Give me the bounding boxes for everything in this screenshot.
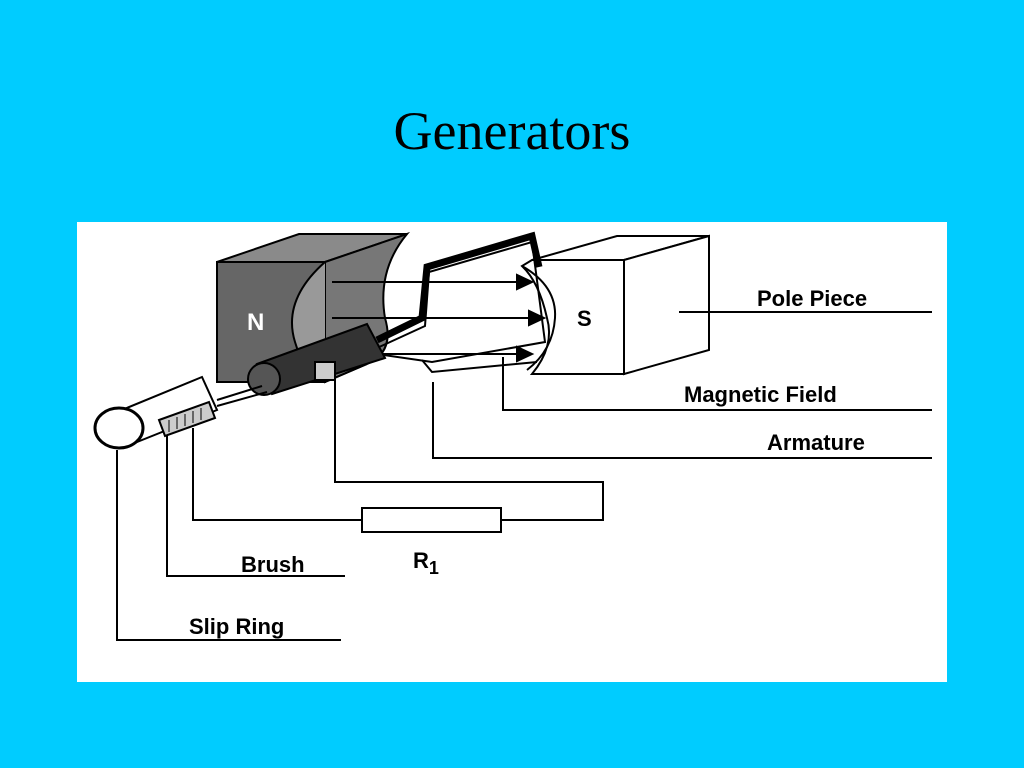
slip-ring-leader — [116, 450, 341, 641]
south-pole-label: S — [577, 306, 592, 331]
north-pole-label: N — [247, 309, 264, 336]
magnetic-field-label: Magnetic Field — [684, 382, 837, 407]
slip-ring-cylinder — [93, 375, 268, 450]
slide-title: Generators — [393, 101, 631, 161]
armature-label: Armature — [767, 430, 865, 455]
generator-diagram-svg: N S — [93, 231, 932, 641]
resistor-r1 — [361, 507, 502, 533]
pole-piece-label: Pole Piece — [757, 286, 867, 311]
armature-leader — [432, 382, 932, 459]
brush — [157, 400, 217, 438]
south-pole-piece — [520, 234, 710, 376]
external-circuit — [192, 380, 604, 521]
magnetic-field-leader — [502, 357, 932, 411]
resistor-label: R1 — [413, 548, 439, 578]
brush-label: Brush — [241, 552, 305, 577]
slip-ring-label: Slip Ring — [189, 614, 284, 639]
generator-diagram: N S — [77, 222, 947, 682]
brush-leader — [166, 436, 345, 577]
